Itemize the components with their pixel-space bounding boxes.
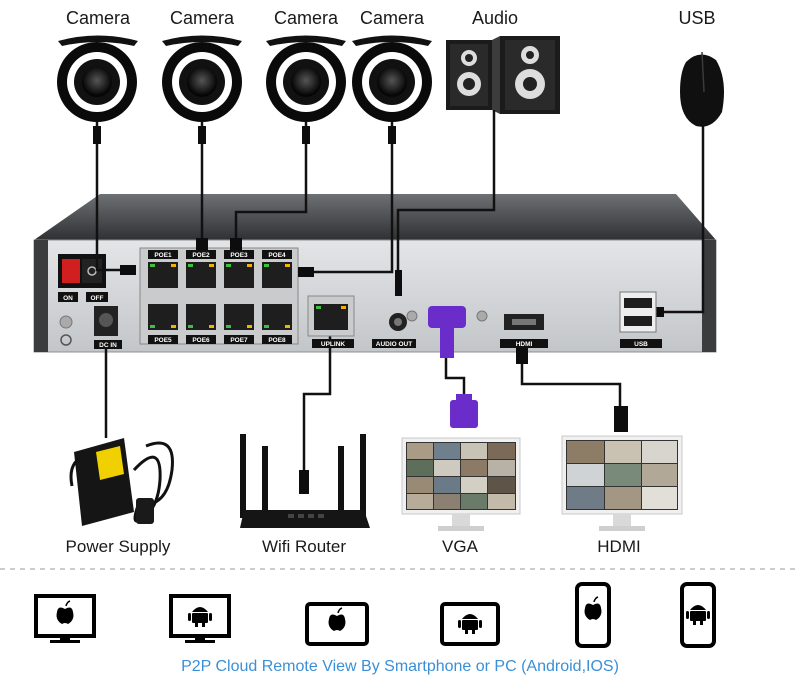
apple-icon [584, 596, 602, 620]
hdmi-monitor [561, 435, 683, 531]
usb-port [619, 291, 662, 348]
hdmi-port-label: HDMI [516, 341, 533, 348]
device-monitor-android [169, 594, 231, 643]
vga-monitor [401, 437, 521, 531]
power-supply-label: Power Supply [65, 537, 171, 556]
poe1-label: POE1 [154, 252, 172, 259]
apple-icon [56, 600, 74, 624]
camera-label-3: Camera [273, 8, 339, 28]
poe3-label: POE3 [230, 252, 248, 259]
audio-out-label: AUDIO OUT [376, 341, 413, 348]
switch-on-label: ON [63, 295, 73, 302]
camera-label-2: Camera [169, 8, 235, 28]
camera-2 [162, 35, 242, 122]
usb-mouse [680, 51, 724, 127]
vga-connectors [428, 306, 478, 428]
p2p-caption: P2P Cloud Remote View By Smartphone or P… [181, 658, 619, 675]
cables [95, 110, 705, 470]
power-supply [69, 438, 174, 526]
switch-off-label: OFF [91, 295, 104, 302]
device-monitor-apple [34, 594, 96, 643]
poe2-label: POE2 [192, 252, 210, 259]
apple-icon [328, 607, 346, 631]
wifi-router [240, 434, 370, 528]
speakers [446, 36, 560, 114]
device-tablet-apple [305, 602, 369, 646]
camera-label-1: Camera [65, 8, 131, 28]
camera-1 [57, 35, 138, 122]
android-icon [686, 605, 710, 625]
usb-port-label: USB [634, 341, 648, 348]
poe6-label: POE6 [192, 337, 210, 344]
uplink-port [307, 295, 355, 348]
audio-out-port [372, 313, 416, 348]
poe8-label: POE8 [268, 337, 286, 344]
wifi-router-label: Wifi Router [261, 537, 347, 556]
usb-label: USB [678, 8, 716, 28]
hdmi-label: HDMI [597, 537, 641, 556]
camera-label-4: Camera [359, 8, 425, 28]
device-phone-android [680, 582, 716, 648]
camera-4 [352, 35, 432, 122]
dc-in-label: DC IN [99, 342, 117, 349]
poe7-label: POE7 [230, 337, 248, 344]
android-icon [188, 607, 212, 627]
android-icon [458, 614, 482, 634]
uplink-label: UPLINK [321, 341, 346, 348]
poe5-label: POE5 [154, 337, 172, 344]
vga-label: VGA [442, 537, 478, 556]
audio-label: Audio [471, 8, 519, 28]
poe4-label: POE4 [268, 252, 286, 259]
poe-ports [148, 250, 292, 344]
device-tablet-android [440, 602, 500, 646]
device-phone-apple [575, 582, 611, 648]
camera-3 [266, 35, 346, 122]
hdmi-port [500, 314, 548, 348]
